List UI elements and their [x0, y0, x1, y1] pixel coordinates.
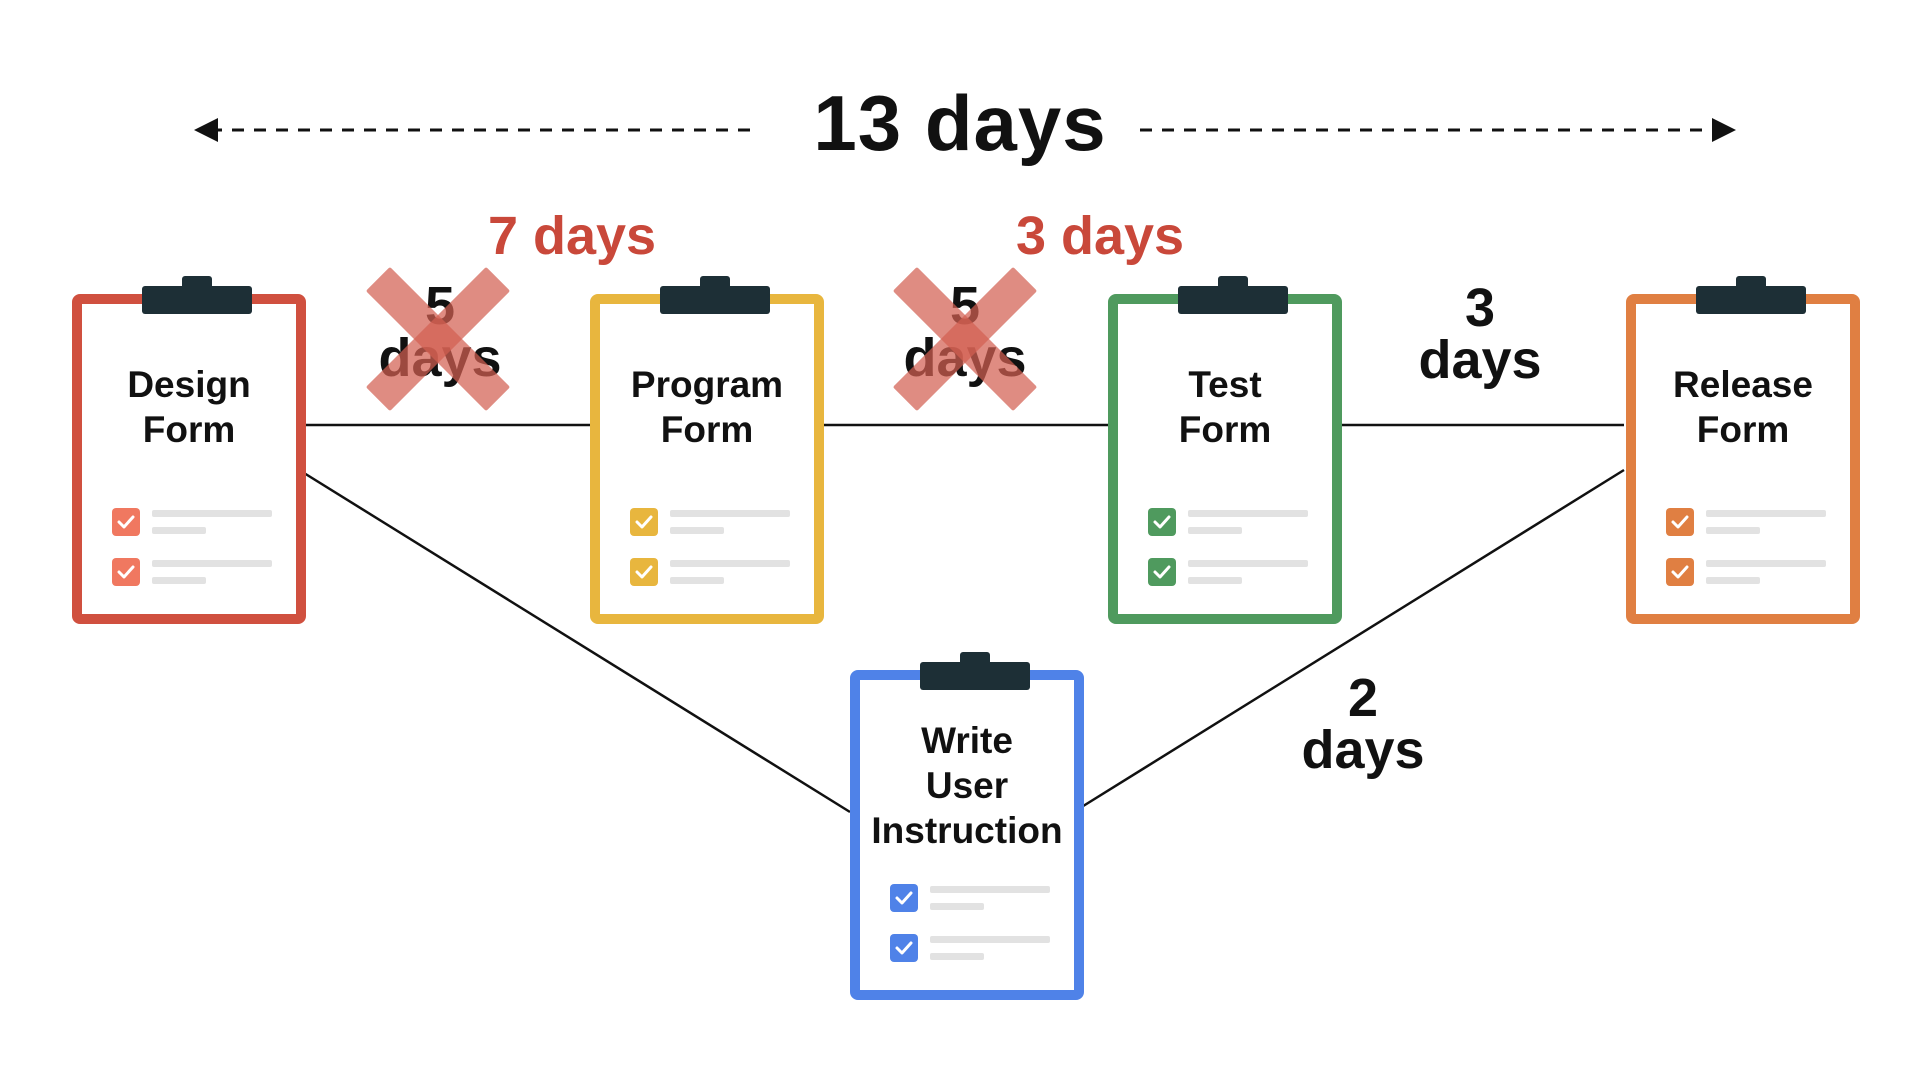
- checkbox-checked-icon: [1148, 508, 1176, 536]
- task-title-line: User: [925, 765, 1009, 806]
- task-title-line: Instruction: [871, 810, 1063, 851]
- strike-x-icon: [363, 262, 513, 412]
- checkbox-checked-icon: [1666, 508, 1694, 536]
- task-title-line: Design: [127, 364, 251, 405]
- duration-unit: days: [1301, 720, 1425, 780]
- clipboard-clip-icon: [660, 276, 770, 314]
- strike-x-icon: [890, 262, 1040, 412]
- new-duration-program-test: 3 days: [1015, 206, 1185, 266]
- arrow-right-icon: [1712, 118, 1736, 142]
- checkbox-checked-icon: [112, 508, 140, 536]
- duration-number: 3: [1464, 278, 1496, 338]
- duration-instruction-release: 2 days: [1288, 668, 1438, 780]
- checklist-item: [112, 558, 272, 586]
- checklist-item: [1148, 558, 1308, 586]
- duration-number: 2: [1347, 668, 1379, 728]
- checkbox-checked-icon: [112, 558, 140, 586]
- task-card-test-form[interactable]: Test Form: [1108, 276, 1342, 624]
- task-title-line: Form: [142, 409, 236, 450]
- clipboard-clip-icon: [1696, 276, 1806, 314]
- connector-instruction-release: [1079, 468, 1625, 810]
- new-duration-design-program: 7 days: [487, 206, 657, 266]
- checkbox-checked-icon: [630, 508, 658, 536]
- clipboard-clip-icon: [920, 652, 1030, 690]
- checklist-item: [630, 508, 790, 536]
- task-title-line: Release: [1673, 364, 1813, 405]
- task-card-write-user-instruction[interactable]: Write User Instruction: [850, 652, 1084, 1000]
- clipboard-clip-icon: [1178, 276, 1288, 314]
- task-title-line: Form: [1178, 409, 1272, 450]
- checklist-item: [890, 884, 1050, 912]
- total-duration-label: 13 days: [813, 79, 1107, 167]
- task-card-program-form[interactable]: Program Form: [590, 276, 824, 624]
- task-title: Write User Instruction: [860, 718, 1074, 853]
- checklist-item: [112, 508, 272, 536]
- task-title-line: Form: [660, 409, 754, 450]
- checkbox-checked-icon: [890, 934, 918, 962]
- duration-unit: days: [1418, 330, 1542, 390]
- checklist-item: [1148, 508, 1308, 536]
- checkbox-checked-icon: [1148, 558, 1176, 586]
- task-title: Release Form: [1636, 362, 1850, 452]
- checklist-item: [890, 934, 1050, 962]
- arrow-left-icon: [194, 118, 218, 142]
- task-card-release-form[interactable]: Release Form: [1626, 276, 1860, 624]
- task-card-design-form[interactable]: Design Form: [72, 276, 306, 624]
- clipboard-clip-icon: [142, 276, 252, 314]
- task-title-line: Write: [921, 720, 1013, 761]
- task-title-line: Program: [630, 364, 784, 405]
- checkbox-checked-icon: [1666, 558, 1694, 586]
- task-title-line: Form: [1696, 409, 1790, 450]
- task-title: Program Form: [600, 362, 814, 452]
- connector-design-instruction: [303, 471, 851, 814]
- task-title-line: Test: [1188, 364, 1262, 405]
- checklist-item: [1666, 508, 1826, 536]
- checkbox-checked-icon: [890, 884, 918, 912]
- checkbox-checked-icon: [630, 558, 658, 586]
- duration-test-release: 3 days: [1405, 278, 1555, 390]
- task-title: Test Form: [1118, 362, 1332, 452]
- checklist-item: [630, 558, 790, 586]
- checklist-item: [1666, 558, 1826, 586]
- task-title: Design Form: [82, 362, 296, 452]
